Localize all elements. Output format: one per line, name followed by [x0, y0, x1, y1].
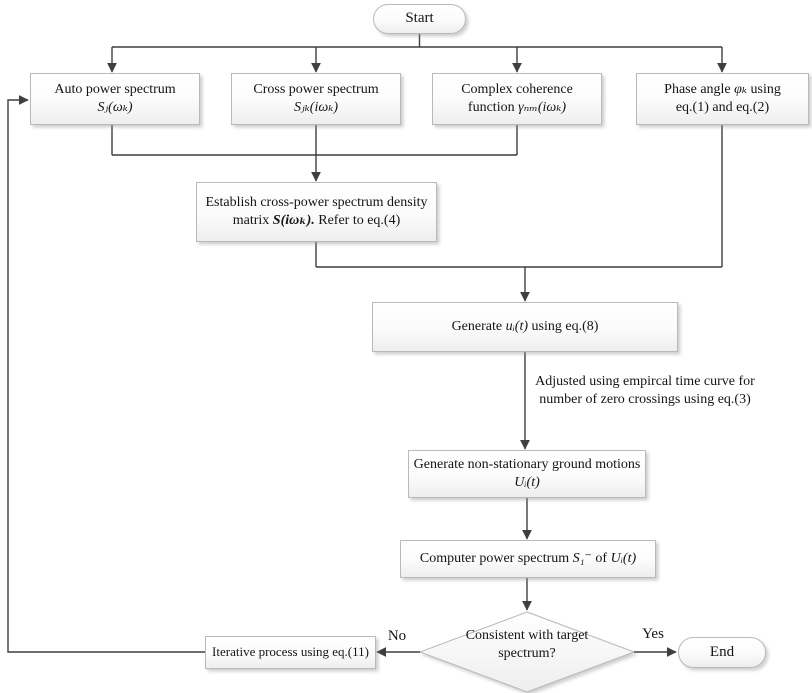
- cross-power-formula: Sⱼₖ(iωₖ): [293, 100, 338, 115]
- node-start: Start: [373, 4, 466, 34]
- compute-spectrum-formula1: S₁⁻: [572, 550, 592, 566]
- adjustment-annotation: Adjusted using empircal time curve for n…: [535, 374, 755, 408]
- node-complex-coherence: Complex coherence function γₙₘ(iωₖ): [432, 73, 602, 125]
- node-nonstationary-motions: Generate non-stationary ground motions U…: [408, 450, 646, 498]
- end-label: End: [709, 643, 735, 660]
- node-auto-power-spectrum: Auto power spectrum Sⱼ(ωₖ): [30, 73, 200, 125]
- auto-power-line1: Auto power spectrum: [54, 81, 176, 97]
- node-end: End: [678, 637, 766, 668]
- phase-angle-line2: eq.(1) and eq.(2): [675, 100, 770, 115]
- node-phase-angle: Phase angle φₖ using eq.(1) and eq.(2): [636, 73, 809, 125]
- node-generate-u: Generate uᵢ(t) using eq.(8): [372, 302, 678, 352]
- node-cross-power-spectrum: Cross power spectrum Sⱼₖ(iωₖ): [231, 73, 401, 125]
- coherence-line1: Complex coherence: [461, 81, 573, 97]
- compute-spectrum-text: Computer power spectrum S₁⁻ of Uᵢ(t): [419, 550, 637, 566]
- phase-angle-line1: Phase angle φₖ using: [664, 81, 781, 97]
- auto-power-formula: Sⱼ(ωₖ): [97, 100, 133, 115]
- generate-u-formula: uᵢ(t): [505, 318, 529, 334]
- decision-diamond-shape: [418, 611, 636, 693]
- coherence-formula: γₙₘ(iωₖ): [518, 100, 567, 115]
- establish-text: Establish cross-power spectrum density m…: [205, 194, 428, 228]
- phase-angle-formula: φₖ: [734, 81, 747, 97]
- generate-u-text: Generate uᵢ(t) using eq.(8): [451, 318, 599, 334]
- compute-spectrum-formula2: Uᵢ(t): [610, 550, 637, 566]
- edge-label-yes: Yes: [642, 626, 664, 642]
- iterative-label: Iterative process using eq.(11): [212, 644, 369, 660]
- node-iterative-process: Iterative process using eq.(11): [205, 636, 376, 669]
- establish-formula: S(iωₖ).: [272, 213, 315, 228]
- decision-label: Consistent with target spectrum?: [465, 628, 589, 662]
- node-establish-matrix: Establish cross-power spectrum density m…: [196, 182, 437, 242]
- nonstationary-text: Generate non-stationary ground motions U…: [413, 456, 641, 490]
- edge-label-no: No: [387, 628, 407, 644]
- nonstationary-formula: Uᵢ(t): [514, 475, 540, 490]
- cross-power-line1: Cross power spectrum: [253, 81, 379, 97]
- start-label: Start: [405, 10, 434, 27]
- coherence-line2: function γₙₘ(iωₖ): [467, 100, 567, 115]
- node-compute-spectrum: Computer power spectrum S₁⁻ of Uᵢ(t): [400, 540, 656, 578]
